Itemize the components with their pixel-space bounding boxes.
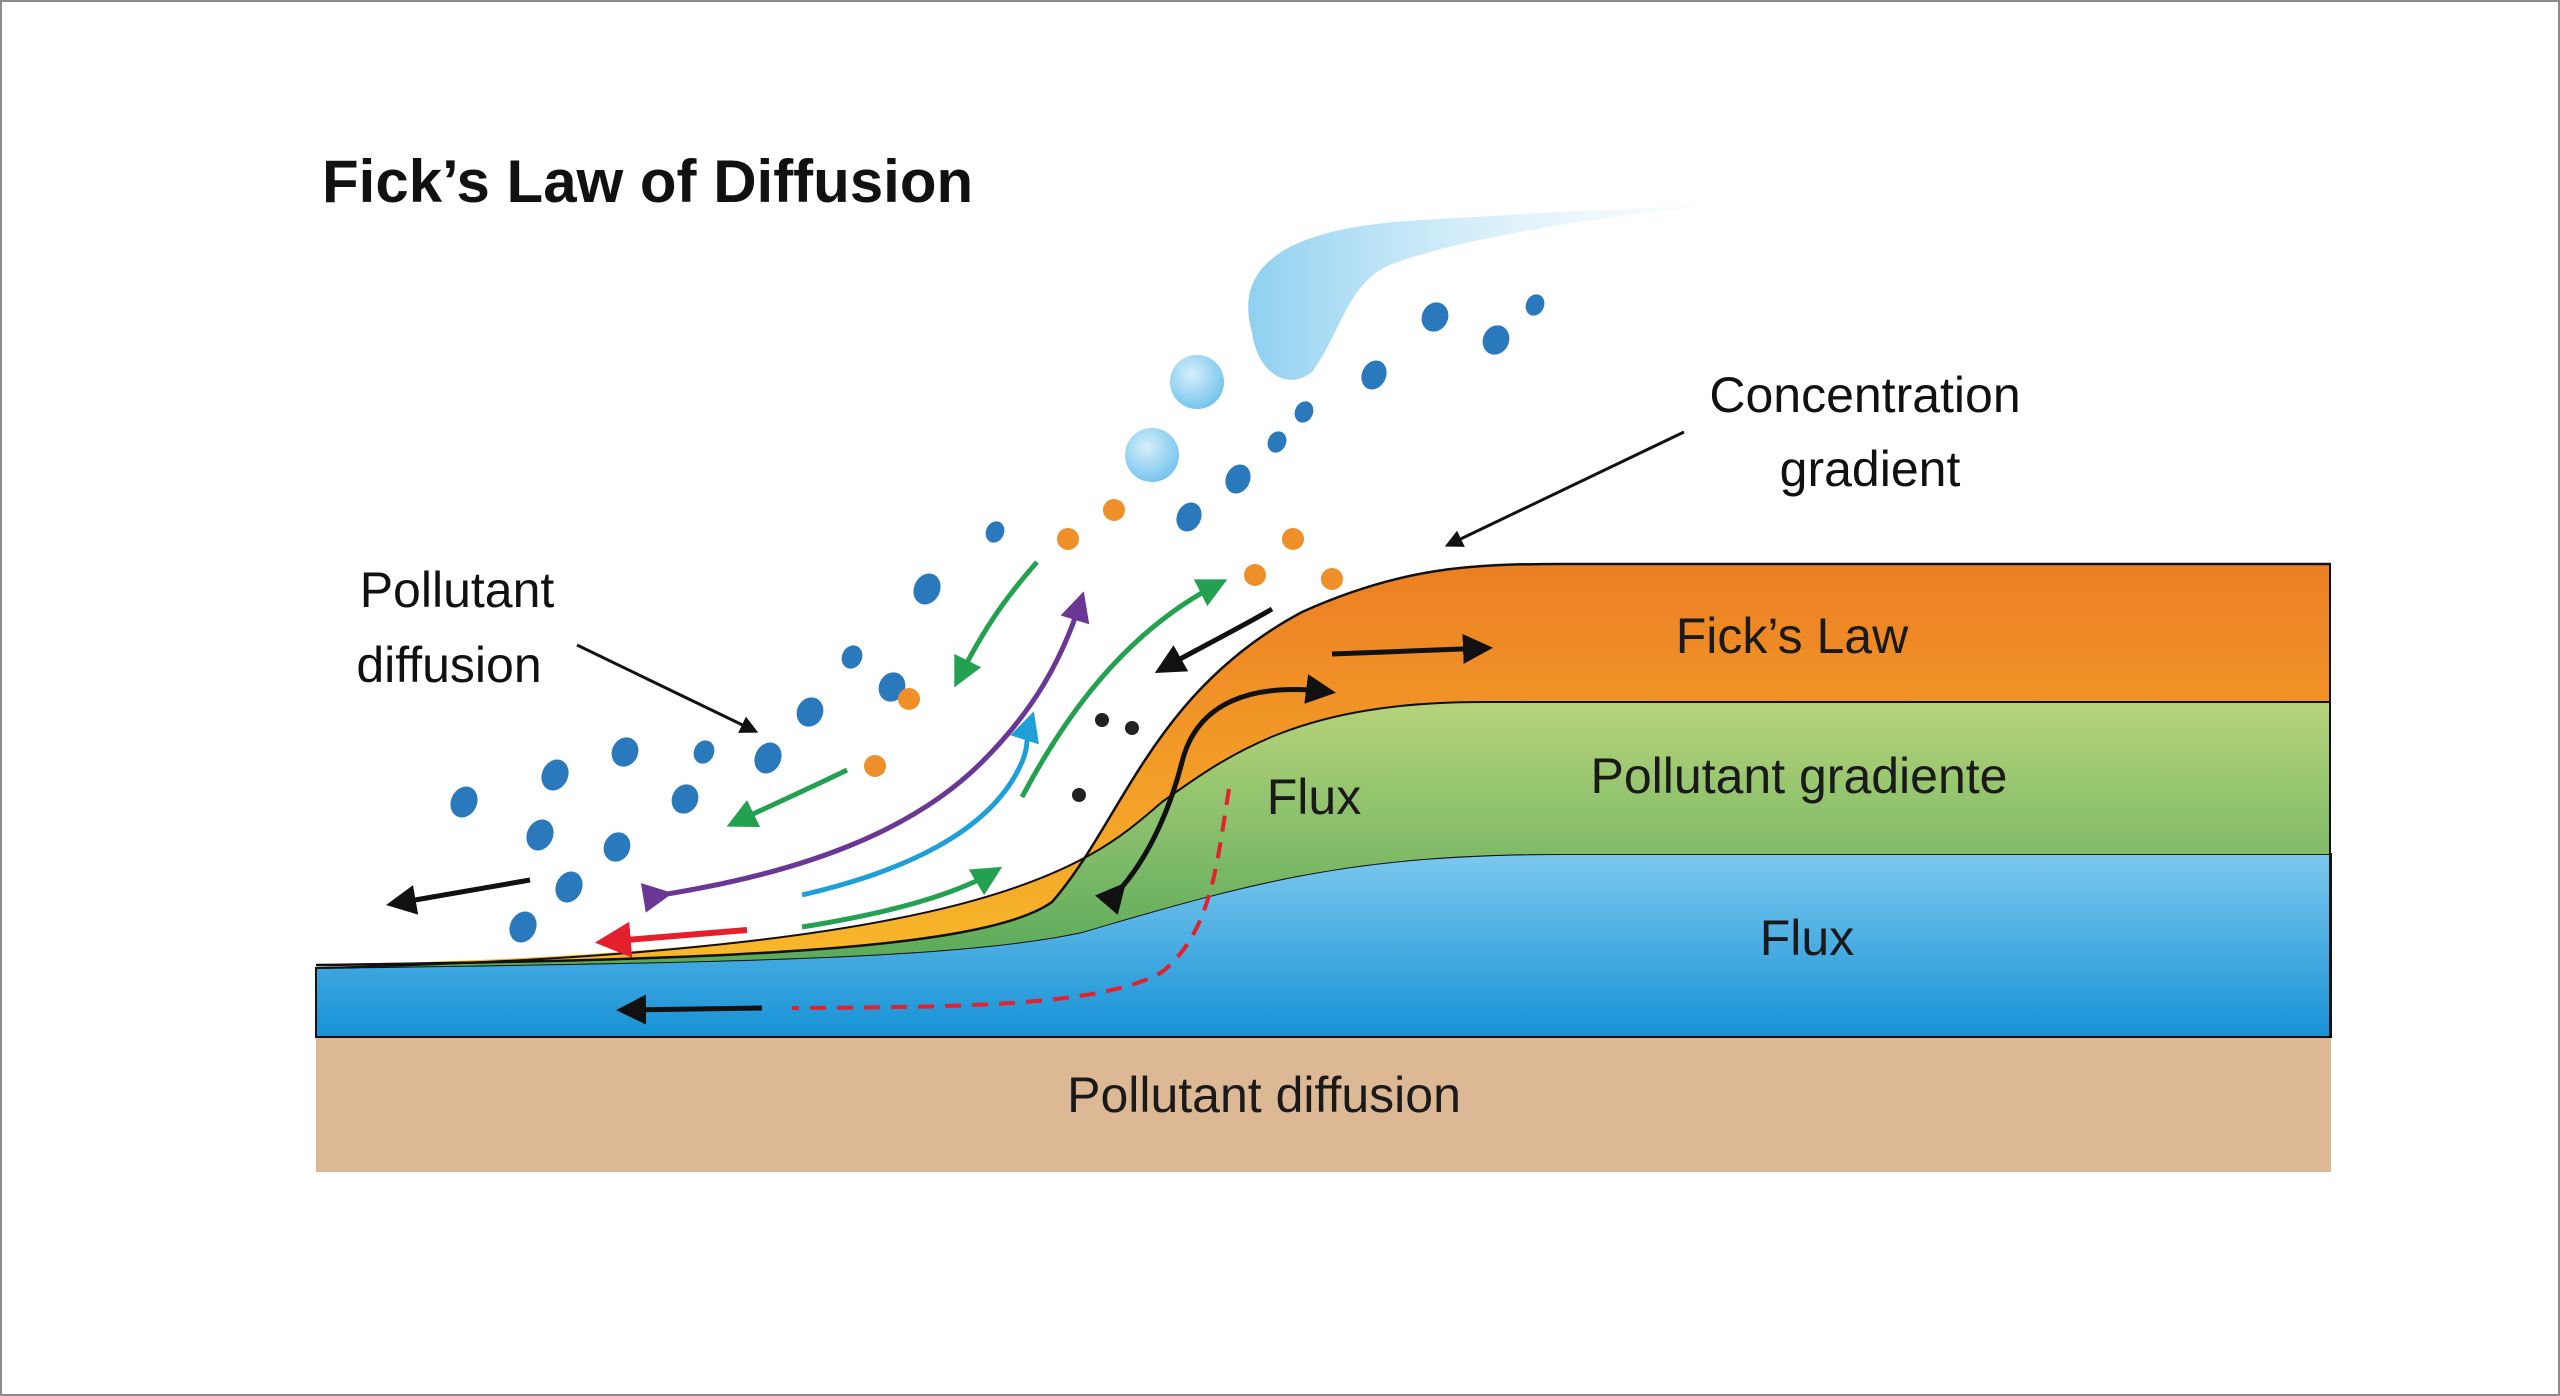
particle bbox=[841, 645, 863, 669]
diagram-title: Fick’s Law of Diffusion bbox=[322, 148, 973, 215]
particle bbox=[1225, 464, 1251, 494]
pollutant-particles bbox=[450, 294, 1545, 943]
pollutant-gradient-layer-label: Pollutant gradiente bbox=[1591, 748, 2008, 804]
pollutant-diffusion-label: diffusion bbox=[356, 637, 541, 693]
particle bbox=[898, 688, 920, 710]
particle bbox=[864, 755, 886, 777]
green-arrow bbox=[801, 866, 1003, 930]
flux-layer bbox=[315, 853, 2332, 1038]
ground-layer-label: Pollutant diffusion bbox=[1067, 1067, 1461, 1123]
particle bbox=[1057, 528, 1079, 550]
particle bbox=[1282, 528, 1304, 550]
black-arrow bbox=[386, 877, 531, 915]
concentration-gradient-pointer bbox=[1444, 430, 1685, 547]
flux-curve-label: Flux bbox=[1267, 769, 1361, 825]
particle bbox=[996, 532, 998, 534]
particle bbox=[1244, 564, 1266, 586]
purple-arrow bbox=[640, 591, 1090, 913]
particle bbox=[1321, 568, 1343, 590]
particle bbox=[913, 573, 941, 605]
particle bbox=[450, 786, 478, 818]
particle bbox=[693, 740, 715, 764]
particle bbox=[985, 521, 1005, 543]
black-arrow bbox=[1154, 606, 1274, 673]
particle bbox=[1525, 294, 1545, 316]
bubble bbox=[1125, 428, 1179, 482]
particle bbox=[1267, 431, 1287, 453]
cyan-arrow bbox=[801, 711, 1039, 898]
particle bbox=[555, 871, 583, 903]
particle bbox=[796, 697, 824, 727]
particle bbox=[526, 819, 554, 851]
red-arrow bbox=[594, 921, 748, 958]
particle bbox=[754, 742, 782, 774]
particle bbox=[1361, 360, 1387, 390]
green-arrow bbox=[954, 560, 1039, 688]
particle bbox=[1482, 325, 1510, 355]
green-arrow bbox=[726, 767, 849, 828]
particle bbox=[1095, 713, 1109, 727]
particle bbox=[1176, 502, 1202, 532]
particle bbox=[509, 911, 537, 943]
red-dashed-arrow bbox=[791, 788, 1231, 1010]
particle bbox=[603, 832, 631, 862]
particle bbox=[1125, 721, 1139, 735]
particle bbox=[541, 759, 569, 791]
black-arrow bbox=[616, 994, 763, 1025]
concentration-gradient-label: Concentration bbox=[1709, 367, 2020, 423]
ficks-law-layer-label: Fick’s Law bbox=[1676, 608, 1909, 664]
flux-loop-arrow bbox=[1094, 674, 1336, 915]
ficks-law-layer bbox=[316, 564, 2331, 965]
particle bbox=[1421, 302, 1449, 332]
particle bbox=[1072, 788, 1086, 802]
particle bbox=[1103, 499, 1125, 521]
layers-right-edge bbox=[2329, 564, 2331, 1037]
plume-cloud bbox=[1248, 206, 1702, 380]
black-arrow bbox=[1331, 633, 1493, 664]
pollutant-diffusion-label: Pollutant bbox=[360, 562, 555, 618]
ground-layer bbox=[316, 1037, 2331, 1172]
particle bbox=[671, 784, 699, 814]
particle bbox=[849, 658, 851, 660]
particle bbox=[611, 737, 639, 767]
pollutant-diffusion-pointer bbox=[576, 643, 759, 733]
bubble bbox=[1170, 355, 1224, 409]
flux-layer-label: Flux bbox=[1760, 910, 1854, 966]
concentration-gradient-label: gradient bbox=[1780, 441, 1961, 497]
particle bbox=[1294, 401, 1314, 423]
